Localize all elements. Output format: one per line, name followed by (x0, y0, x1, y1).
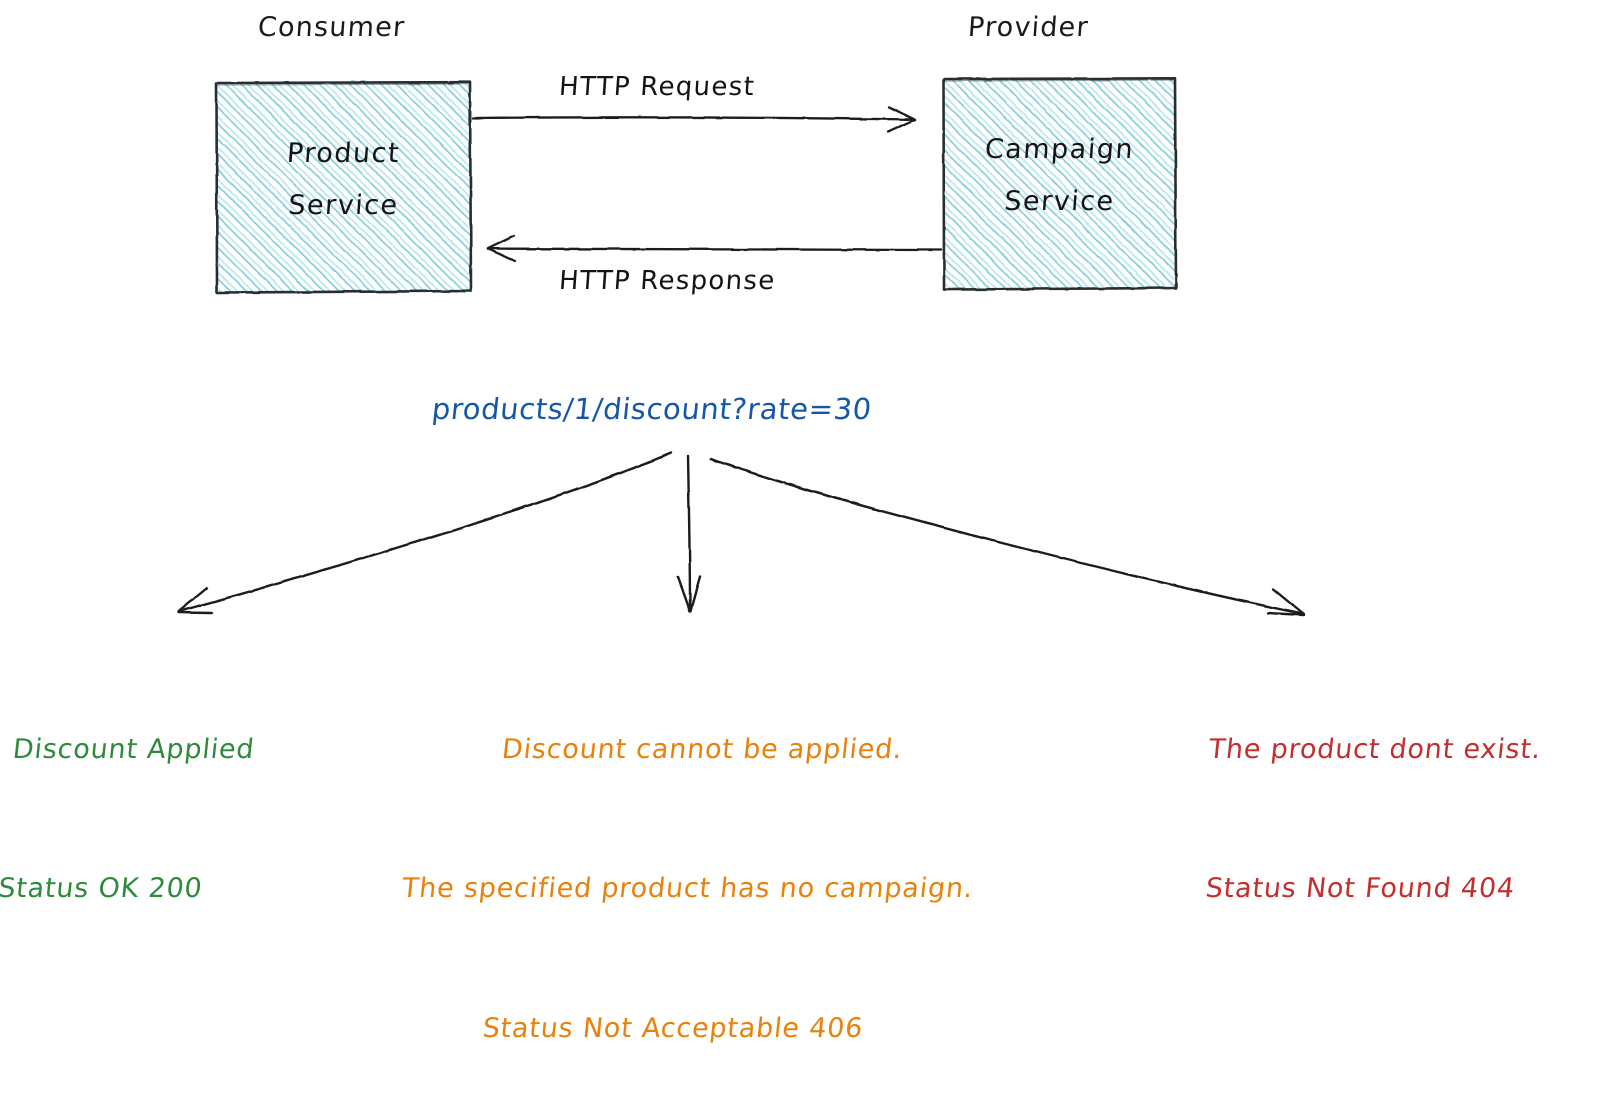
outcome-not-acceptable-line-3: Status Not Acceptable 406 (481, 1012, 865, 1044)
node-label-campaign: Campaign (983, 134, 1136, 165)
edge-label-http-response: HTTP Response (557, 266, 777, 296)
outcome-not-acceptable-line-2: The specified product has no campaign. (400, 873, 975, 905)
node-label-product: Product (285, 138, 402, 169)
outcome-not-found-line-2: Status Not Found 404 (1204, 873, 1517, 905)
node-campaign-service[interactable] (942, 77, 1178, 291)
edge-http-response-arrow (486, 234, 943, 263)
outcome-not-acceptable: Discount cannot be applied. The specifie… (346, 634, 1035, 1098)
branch-arrow-not-acceptable (676, 454, 702, 613)
branch-arrow-not-found (709, 457, 1306, 617)
request-url-label: products/1/discount?rate=30 (430, 392, 874, 426)
diagram-canvas (176, 77, 1306, 617)
outcome-not-found: The product dont exist. Status Not Found… (1123, 634, 1606, 959)
outcome-not-acceptable-line-1: Discount cannot be applied. (500, 733, 905, 765)
branch-arrow-success (176, 451, 673, 615)
edge-http-request-arrow (471, 105, 917, 134)
outcome-not-found-line-1: The product dont exist. (1207, 733, 1543, 765)
node-label-campaign-service: Service (1003, 186, 1116, 217)
node-label-product-service: Service (287, 190, 400, 221)
outcome-success-line-1: Discount Applied (11, 733, 257, 765)
outcome-success: Discount Applied Status OK 200 (0, 634, 267, 959)
role-label-consumer: Consumer (256, 12, 407, 43)
outcome-success-line-2: Status OK 200 (0, 873, 205, 905)
role-label-provider: Provider (966, 12, 1090, 43)
node-product-service[interactable] (215, 80, 473, 294)
edge-label-http-request: HTTP Request (557, 72, 757, 102)
